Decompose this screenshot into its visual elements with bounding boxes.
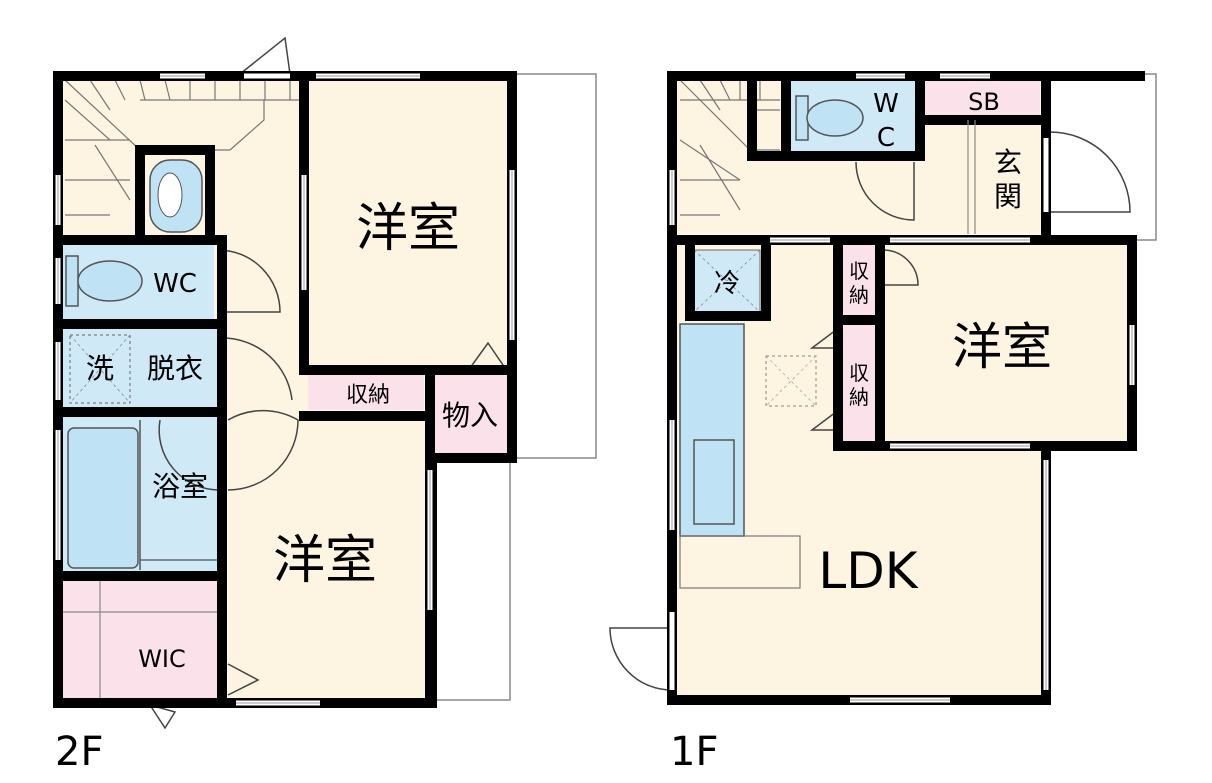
- label-wc-2f: WC: [153, 269, 197, 299]
- closet-2f: [432, 374, 512, 454]
- label-storage-a-bottom-1f: 納: [849, 283, 869, 307]
- porch-1f: [1046, 73, 1157, 241]
- fridge-space-1f: [693, 249, 761, 313]
- range-hood-1f: [765, 355, 817, 407]
- label-western-north-2f: 洋室: [356, 199, 460, 259]
- door-swings-1f: [609, 131, 1131, 691]
- label-dressing-2f: 脱衣: [147, 352, 203, 385]
- label-western-1f: 洋室: [952, 318, 1052, 376]
- stairs-2f: [64, 79, 300, 216]
- room-western-north-2f: [308, 78, 512, 374]
- room-wic-2f: [62, 580, 222, 698]
- label-fridge-1f: 冷: [714, 269, 740, 299]
- label-western-south-2f: 洋室: [273, 531, 377, 591]
- label-entrance-bottom-1f: 関: [994, 180, 1022, 213]
- floor-plan-2f: 洋室 洋室 WC 洗 脱衣 浴室 WIC 収納 物入 2F: [53, 36, 597, 775]
- label-wc-c-1f: C: [877, 123, 895, 153]
- toilet-bowl-1f: [806, 99, 864, 137]
- label-storage-b-bottom-1f: 納: [849, 385, 869, 409]
- floor-label-1f: 1F: [670, 729, 718, 775]
- balcony-2f: [512, 73, 597, 459]
- room-sb-1f: [924, 78, 1040, 118]
- toilet-bowl-2f: [77, 260, 143, 302]
- label-storage-b-top-1f: 収: [849, 361, 869, 385]
- dining-counter-1f: [679, 535, 801, 589]
- storage-a-1f: [838, 244, 880, 318]
- label-entrance-top-1f: 玄: [994, 146, 1022, 179]
- kitchen-sink-1f: [693, 439, 735, 525]
- label-storage-2f: 収納: [346, 383, 390, 408]
- room-dressing-2f: [62, 326, 220, 410]
- label-washer-2f: 洗: [86, 352, 114, 385]
- toilet-tank-1f: [795, 95, 809, 141]
- label-storage-a-top-1f: 収: [849, 259, 869, 283]
- label-ldk-1f: LDK: [818, 542, 918, 600]
- label-sb-1f: SB: [968, 88, 1000, 116]
- label-wic-2f: WIC: [138, 645, 186, 673]
- storage-2f: [308, 374, 424, 410]
- floor-plan-1f: W C SB 玄 関 冷 収 納 収 納 洋室 LDK 1F: [609, 71, 1157, 775]
- room-western-south-2f: [228, 420, 428, 698]
- bathtub-2f: [67, 427, 139, 569]
- label-bath-2f: 浴室: [152, 470, 208, 503]
- label-closet-2f: 物入: [442, 399, 498, 432]
- sink-bowl-2f: [157, 172, 183, 218]
- floor-label-2f: 2F: [55, 729, 103, 775]
- washer-space-2f: [69, 334, 131, 404]
- room-western-1f: [884, 244, 1128, 444]
- balcony-lower-2f: [432, 461, 511, 701]
- label-wc-w-1f: W: [873, 89, 899, 119]
- storage-b-1f: [838, 324, 880, 444]
- toilet-tank-2f: [65, 255, 79, 307]
